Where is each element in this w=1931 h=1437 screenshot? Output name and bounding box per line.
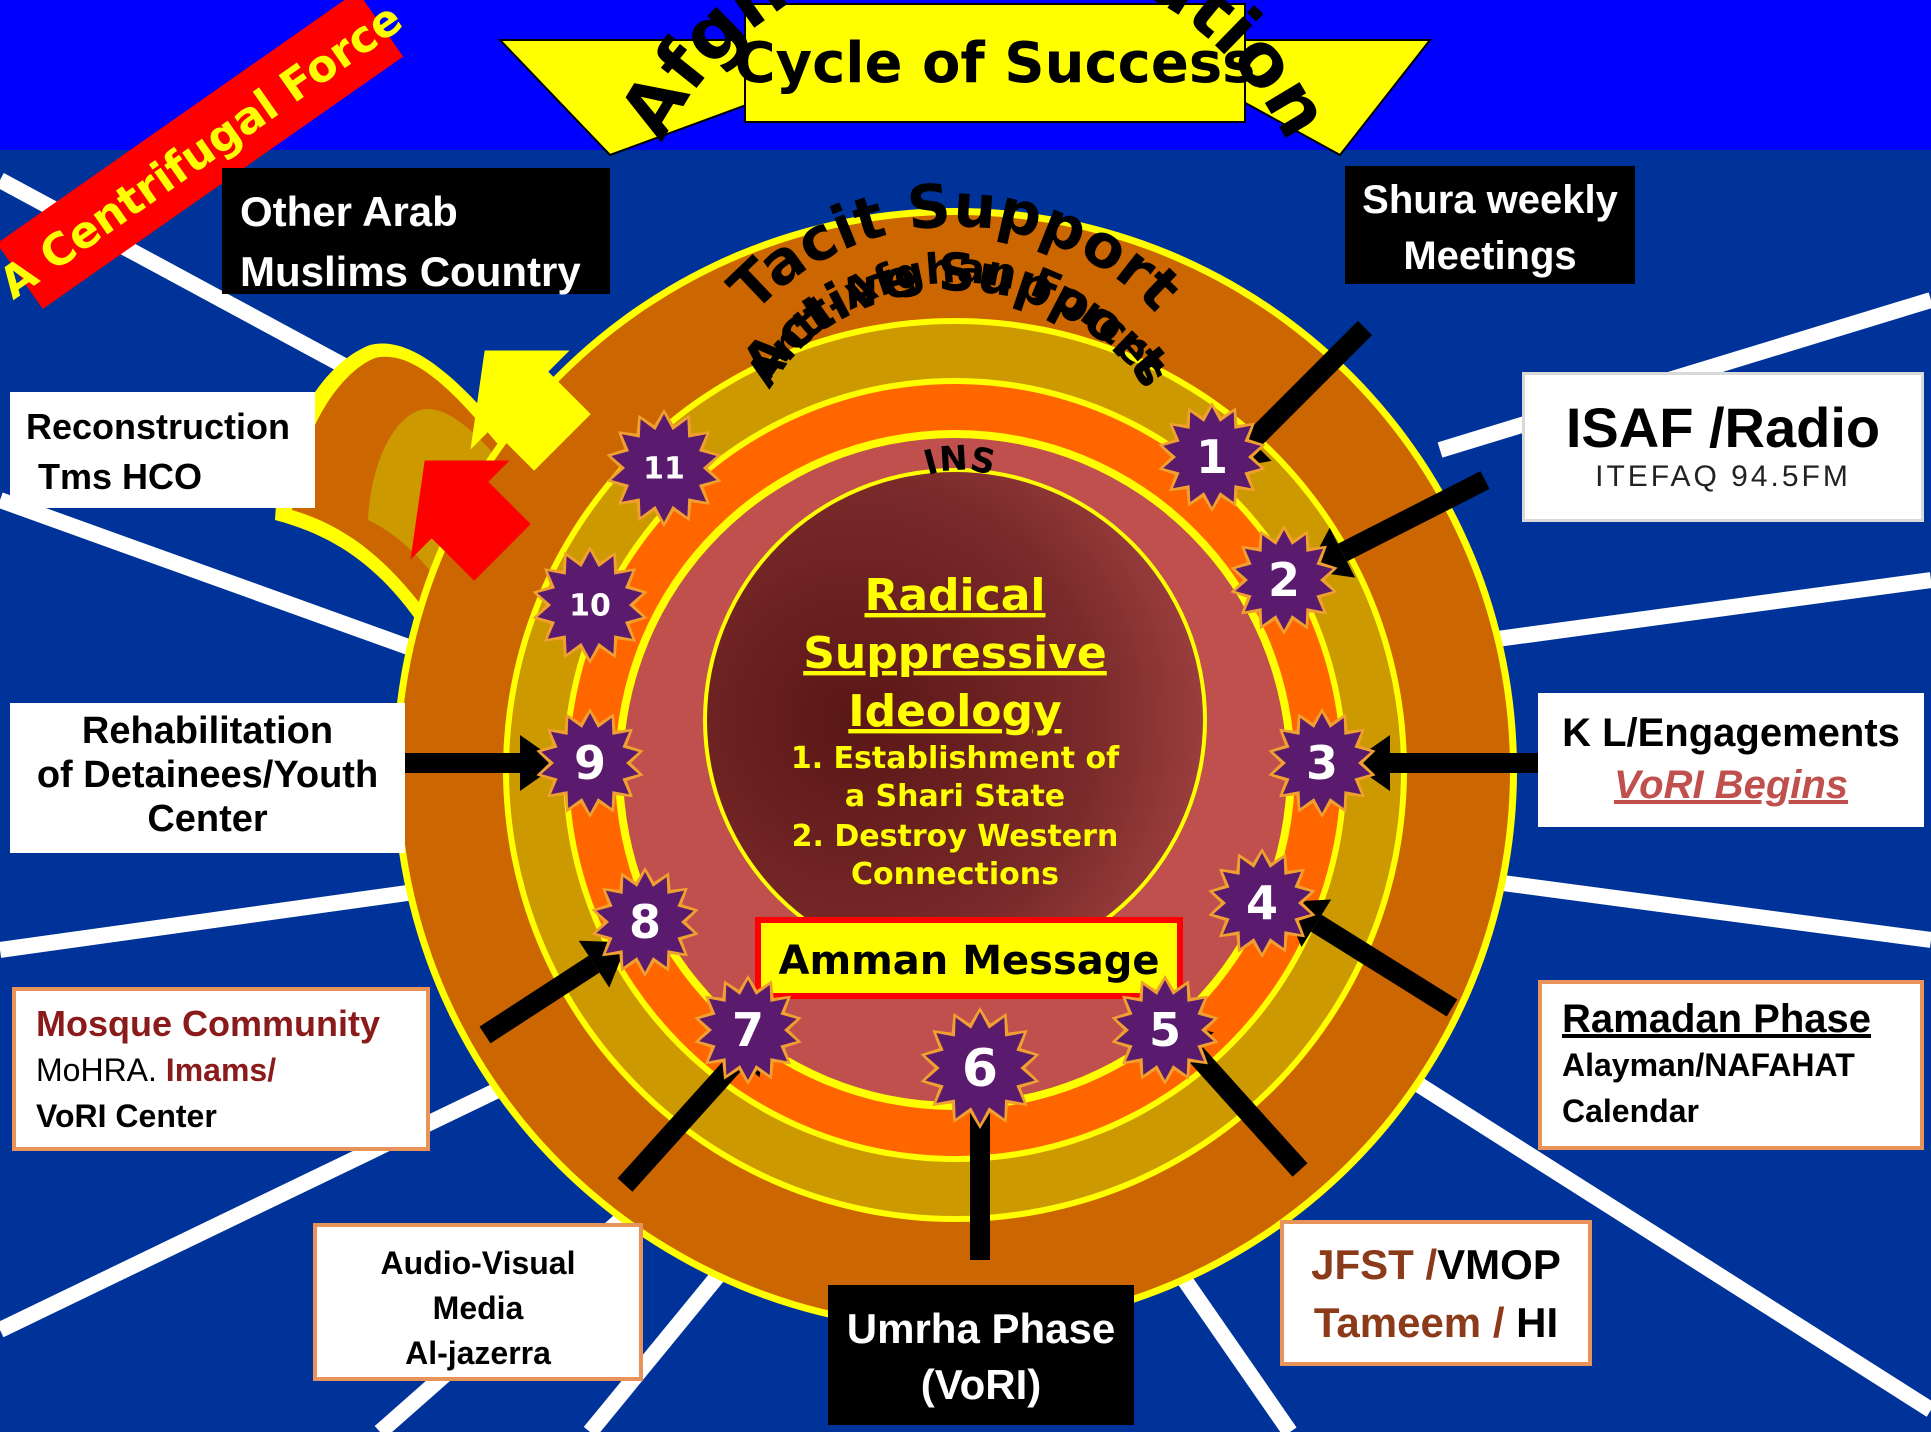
mosque-line2b: Imams/	[165, 1052, 277, 1088]
mosque-line2: MoHRA. Imams/	[36, 1047, 426, 1093]
ramadan-line1: Ramadan Phase	[1562, 997, 1872, 1041]
star-11: 11	[606, 409, 722, 527]
star-shape	[537, 551, 643, 659]
mosque-line2a: MoHRA.	[36, 1052, 157, 1088]
jfst-line1a: JFST /	[1311, 1241, 1438, 1288]
title-ribbon	[497, 3, 1433, 157]
star-4: 4	[1208, 848, 1316, 958]
star-number: 6	[962, 1039, 998, 1099]
center-title-line2: Suppressive	[803, 628, 1107, 679]
rehab-line1: Rehabilitation	[81, 710, 334, 752]
box-ramadan: Ramadan Phase Alayman/NAFAHAT Calendar	[1538, 980, 1924, 1150]
star-shape	[1116, 980, 1214, 1080]
reconstruction-line1: Reconstruction	[26, 406, 291, 447]
star-3: 3	[1268, 708, 1376, 818]
center-item1-line1: 1. Establishment of	[791, 741, 1120, 776]
star-number: 4	[1246, 876, 1278, 930]
star-5: 5	[1111, 975, 1219, 1085]
star-shape	[596, 872, 694, 972]
reconstruction-line2: Tms HCO	[38, 456, 203, 497]
box-mosque: Mosque Community MoHRA. Imams/ VoRI Cent…	[12, 987, 430, 1151]
star-6: 6	[920, 1007, 1040, 1129]
kl-line1: K L/Engagements	[1562, 711, 1900, 755]
other-arab-line1: Other Arab	[240, 188, 458, 235]
star-number: 1	[1196, 430, 1228, 484]
jfst-line2b: HI	[1516, 1299, 1559, 1346]
star-number: 7	[732, 1003, 764, 1057]
box-reconstruction: Reconstruction Tms HCO	[10, 392, 315, 508]
center-item2-line2: Connections	[851, 857, 1059, 892]
ramadan-line3: Calendar	[1562, 1093, 1699, 1129]
amman-message-box: Amman Message	[755, 917, 1183, 999]
star-shape	[1273, 713, 1371, 813]
audio-line2: Media	[432, 1290, 524, 1326]
star-shape	[1235, 530, 1333, 630]
star-number: 3	[1306, 736, 1338, 790]
numbered-stars: 1 2 3 4 5 6 7 8 9 10 11	[532, 402, 1376, 1129]
mosque-line1: Mosque Community	[36, 1003, 381, 1044]
center-item2-line1: 2. Destroy Western	[792, 819, 1119, 854]
page-title: Cycle of Success	[734, 31, 1255, 96]
star-number: 5	[1149, 1003, 1181, 1057]
center-ideology: Radical Suppressive Ideology 1. Establis…	[791, 570, 1120, 892]
box-umrha: Umrha Phase (VoRI)	[828, 1285, 1134, 1425]
umrha-line1: Umrha Phase	[846, 1305, 1116, 1352]
box-isaf: ISAF /Radio ITEFAQ 94.5FM	[1522, 372, 1924, 522]
box-kl-engagements: K L/Engagements VoRI Begins	[1538, 693, 1924, 827]
amman-message-text: Amman Message	[778, 938, 1159, 984]
ring-label-ins: INS	[920, 438, 999, 483]
center-item1-line2: a Shari State	[845, 779, 1065, 814]
star-1: 1	[1158, 402, 1266, 512]
isaf-line1: ISAF /Radio	[1565, 396, 1881, 459]
ramadan-line2: Alayman/NAFAHAT	[1562, 1047, 1855, 1083]
star-10: 10	[532, 546, 648, 664]
rehab-line3: Center	[147, 798, 268, 840]
star-number: 8	[629, 895, 661, 949]
star-shape	[699, 980, 797, 1080]
audio-line3: Al-jazerra	[405, 1335, 551, 1371]
shura-line1: Shura weekly	[1362, 178, 1618, 222]
shura-line2: Meetings	[1403, 234, 1577, 278]
star-shape	[541, 713, 639, 813]
center-title-line1: Radical	[864, 570, 1045, 621]
star-number: 9	[574, 736, 606, 790]
jfst-line1b: VMOP	[1437, 1241, 1561, 1288]
star-number: 10	[569, 589, 611, 624]
kl-line2: VoRI Begins	[1613, 763, 1849, 807]
other-arab-line2: Muslims Country	[240, 248, 581, 295]
star-2: 2	[1230, 525, 1338, 635]
box-shura: Shura weekly Meetings	[1345, 166, 1635, 284]
audio-line1: Audio-Visual	[380, 1245, 576, 1281]
star-8: 8	[591, 867, 699, 977]
rehab-line2: of Detainees/Youth	[36, 754, 379, 796]
jfst-line2: Tameem / HI	[1284, 1294, 1588, 1352]
star-number: 11	[643, 452, 685, 487]
centrifugal-arrows	[410, 350, 591, 581]
isaf-line2: ITEFAQ 94.5FM	[1595, 460, 1851, 493]
box-audio-visual: Audio-Visual Media Al-jazerra	[313, 1223, 643, 1381]
star-number: 2	[1268, 553, 1300, 607]
box-jfst: JFST /VMOP Tameem / HI	[1280, 1220, 1592, 1366]
black-arrows	[400, 320, 1540, 1260]
box-rehabilitation: Rehabilitation of Detainees/Youth Center	[10, 703, 405, 853]
star-7: 7	[694, 975, 802, 1085]
star-shape	[1163, 407, 1261, 507]
jfst-line2a: Tameem /	[1313, 1299, 1505, 1346]
star-9: 9	[536, 708, 644, 818]
box-other-arab: Other Arab Muslims Country	[222, 168, 610, 295]
star-shape	[925, 1012, 1035, 1124]
center-title-line3: Ideology	[848, 686, 1061, 737]
star-shape	[1213, 853, 1311, 953]
umrha-line2: (VoRI)	[920, 1361, 1042, 1408]
jfst-line1: JFST /VMOP	[1284, 1236, 1588, 1294]
mosque-line3: VoRI Center	[36, 1098, 217, 1134]
star-shape	[611, 414, 717, 522]
